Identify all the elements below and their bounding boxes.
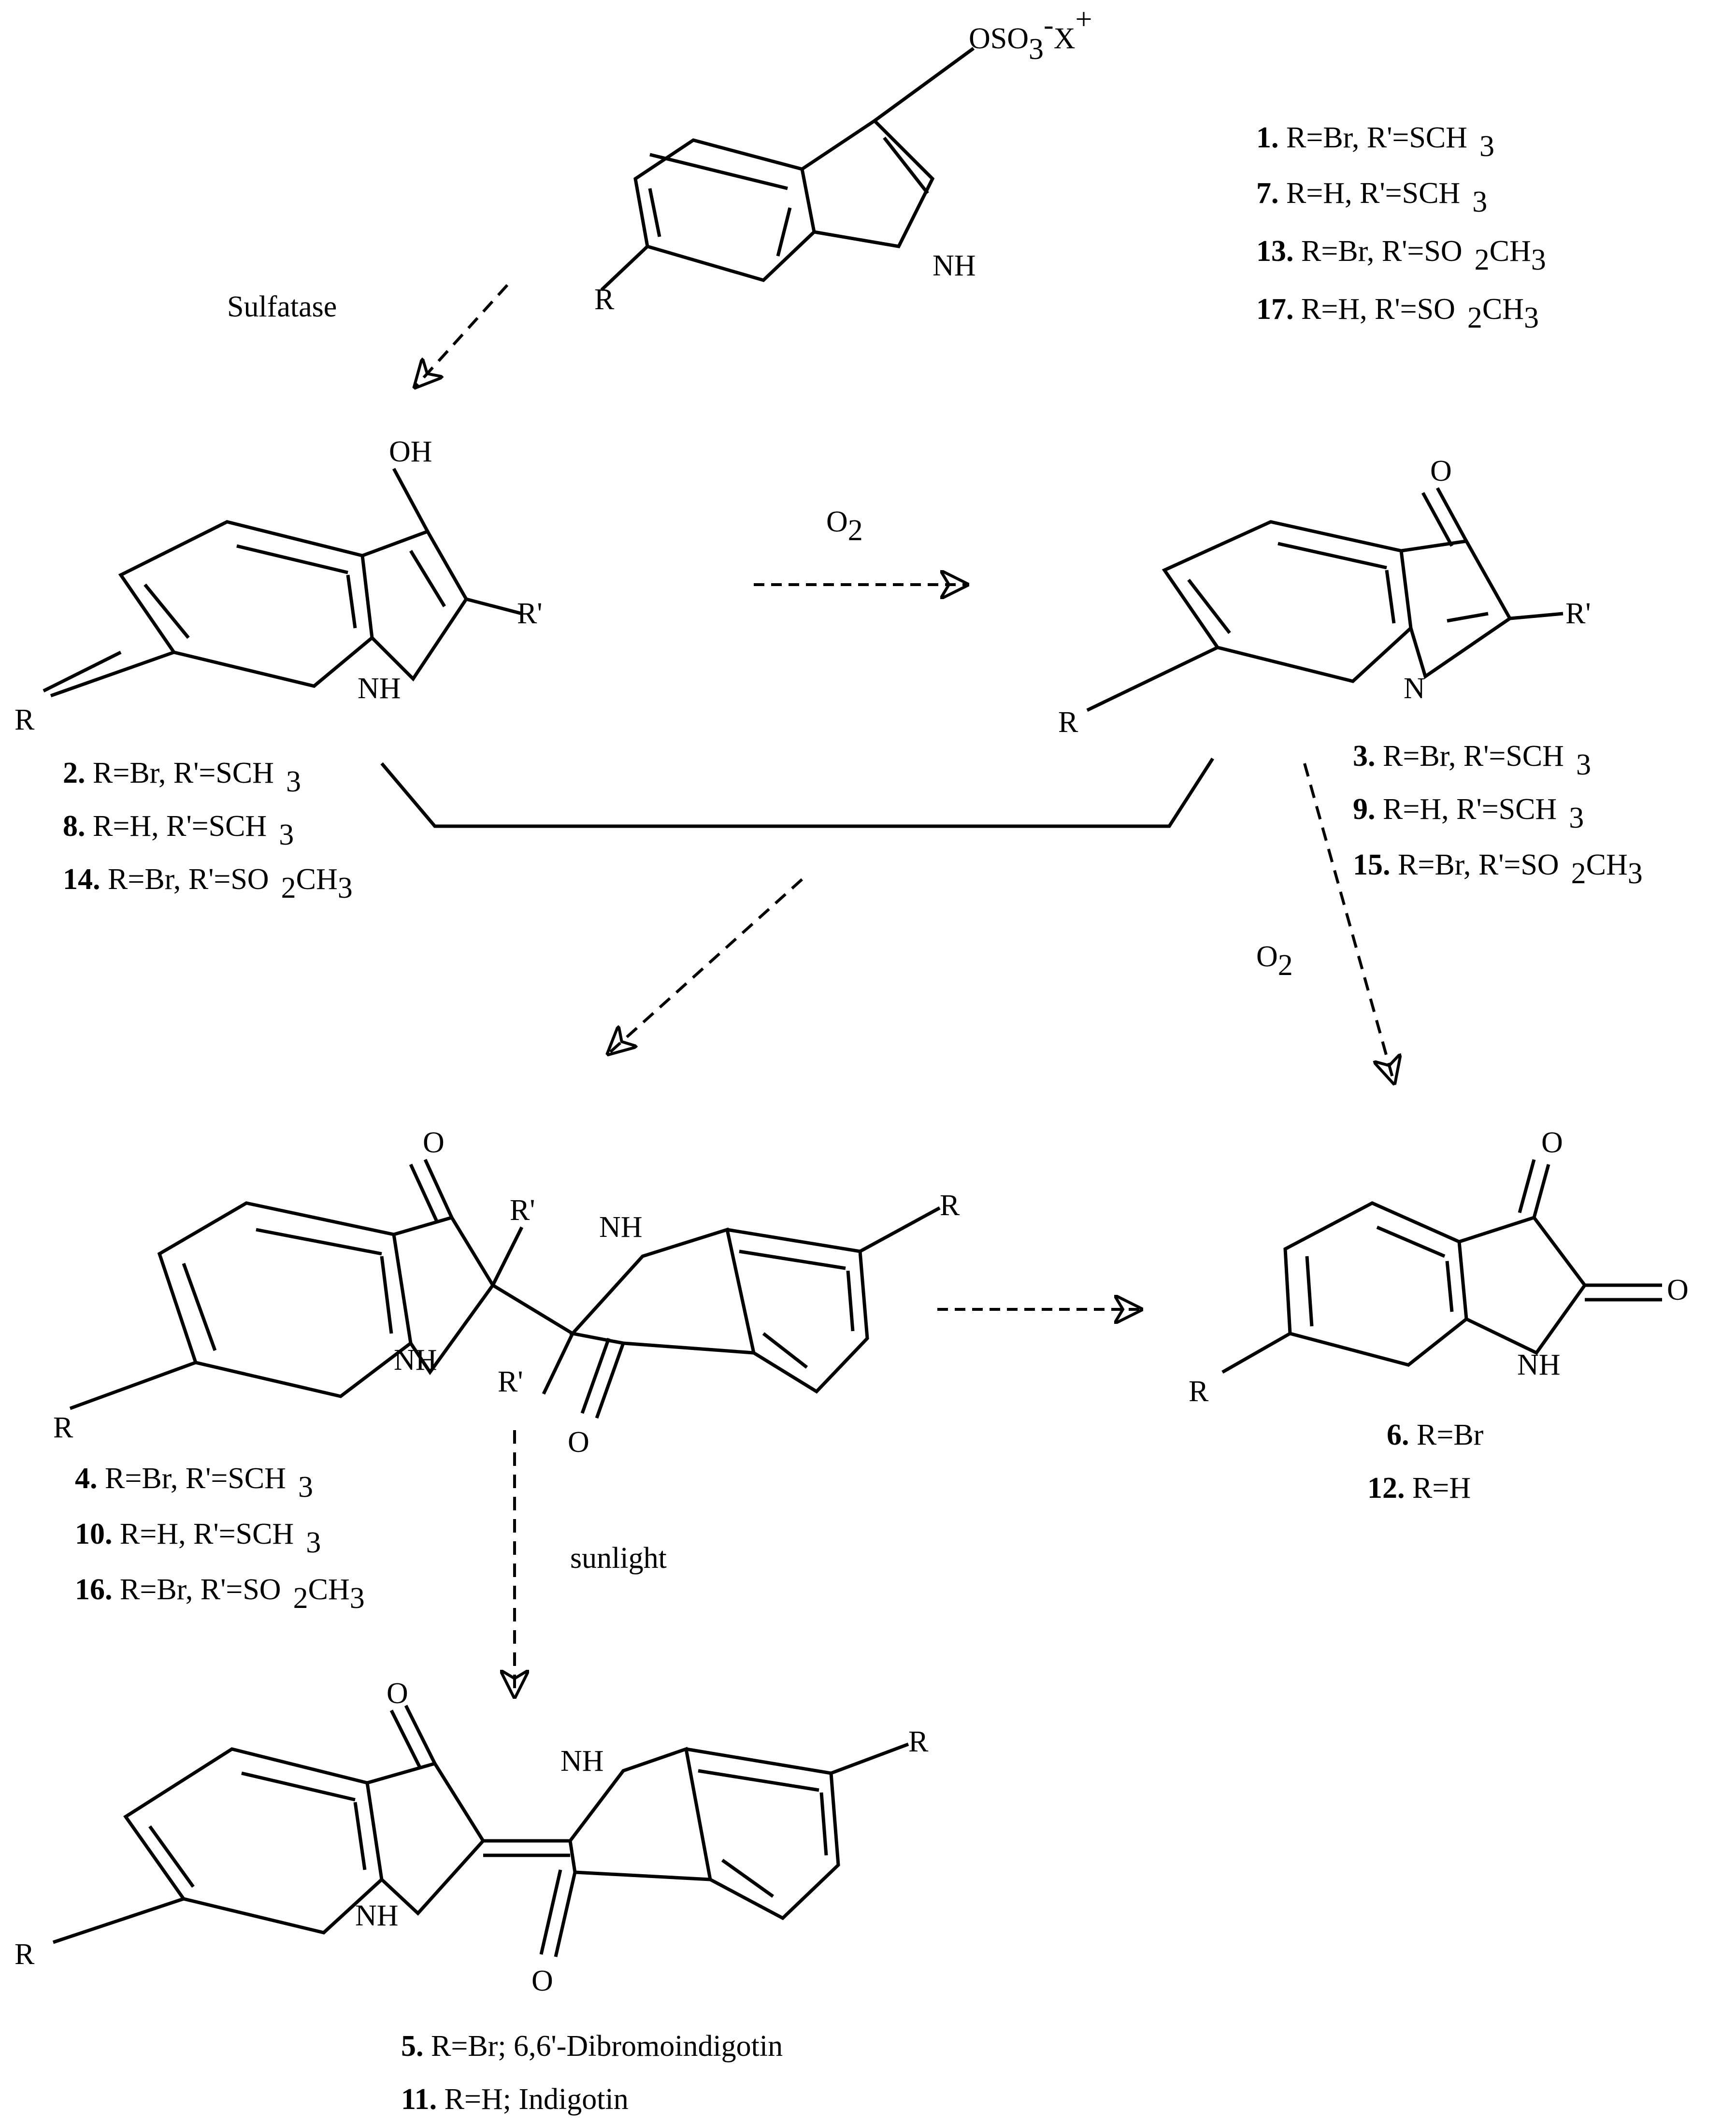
compound-3-rprime-label: R' [1565,597,1591,630]
sunlight-label: sunlight [570,1542,667,1575]
compound-6-nh-label: NH [1517,1348,1561,1381]
svg-text:11. R=H; Indigotin: 11. R=H; Indigotin [401,2083,629,2116]
combination-bracket [380,758,1214,828]
compound-5-nh-right-label: NH [560,1745,604,1778]
compound-3-r-label: R [1058,706,1078,739]
compound-3-structure [1086,487,1564,712]
oxidation-arrow-3-to-6 [1303,763,1394,1082]
compound-4-o-bottom-label: O [568,1426,589,1459]
compound-4-rprime-bottom-label: R' [498,1365,523,1398]
compound-3-o-label: O [1430,455,1452,488]
compound-5-o-top-label: O [387,1677,408,1710]
compound-5-nh-left-label: NH [355,1899,399,1932]
compound-6-structure [1221,1159,1662,1374]
compound-4-o-top-label: O [423,1126,445,1159]
compound-6-o-top-label: O [1541,1126,1563,1159]
svg-text:6. R=Br: 6. R=Br [1387,1419,1484,1451]
compound-5-structure [52,1705,909,1957]
compound-4-r-left-label: R [53,1411,73,1444]
compound-6-list: 6. R=Br 12. R=H [1367,1419,1484,1505]
compound-2-structure [43,468,522,698]
sulfatase-label: Sulfatase [227,290,337,323]
compound-5-r-right-label: R [908,1725,929,1758]
compound-1-substituent: OSO3-X+ [969,3,1092,66]
compound-6-r-label: R [1189,1375,1209,1408]
svg-text:12. R=H: 12. R=H [1367,1472,1471,1505]
compound-4-structure [69,1159,941,1419]
oxidant-label-top: O2 [826,505,863,547]
coupling-arrow [609,878,803,1053]
oxidant-label-right: O2 [1256,940,1293,982]
compound-4-nh-right-label: NH [599,1211,643,1244]
compound-5-r-left-label: R [14,1938,35,1971]
compound-2-rprime-label: R' [517,597,543,630]
sulfatase-arrow [416,284,509,387]
compound-5-o-bottom-label: O [531,1965,553,1997]
compound-1-structure [600,47,975,291]
compound-5-list: 5. R=Br; 6,6'-Dibromoindigotin 11. R=H; … [401,2030,783,2116]
compound-6-o-right-label: O [1667,1274,1689,1306]
svg-text:5. R=Br; 6,6'-Dibromoindigotin: 5. R=Br; 6,6'-Dibromoindigotin [401,2030,783,2063]
compound-2-nh-label: NH [358,672,401,705]
compound-1-r-label: R [594,283,615,316]
compound-2-r-label: R [14,703,35,736]
compound-4-nh-left-label: NH [394,1344,437,1377]
compound-2-oh-label: OH [389,435,432,468]
compound-1-nh-label: NH [933,249,976,282]
compound-4-rprime-top-label: R' [510,1194,535,1227]
compound-3-n-label: N [1404,672,1425,705]
compound-4-r-right-label: R [940,1189,960,1222]
